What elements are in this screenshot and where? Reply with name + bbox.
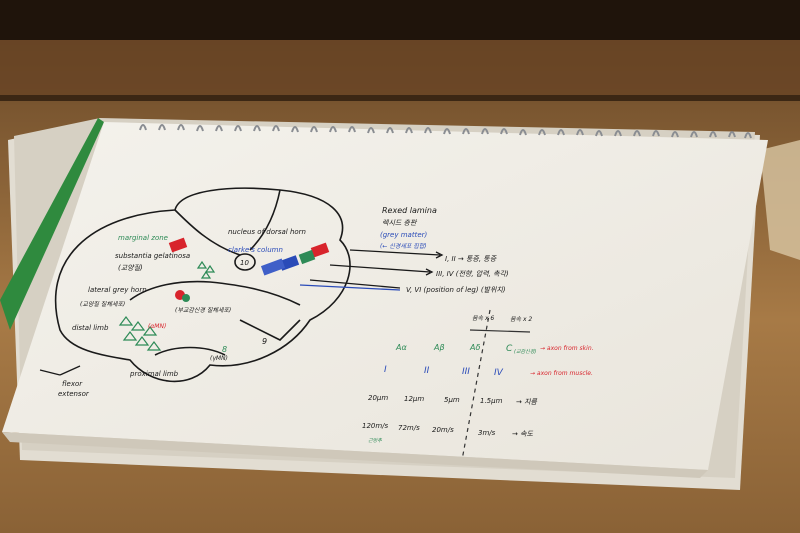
diameter-1: 20μm <box>368 394 388 402</box>
fiber-c-note: (교감신경) <box>514 348 536 355</box>
dorsal-horn-left <box>174 209 241 256</box>
right-blue-mark-2 <box>260 258 286 276</box>
label-alpha-mn: (αMN) <box>148 323 166 330</box>
note-grey-matter: (grey matter) <box>380 231 428 239</box>
ventral-horn-triangles <box>118 260 216 351</box>
note-axon-skin: → axon from skin. <box>540 345 594 352</box>
diameter-4: 1.5μm <box>480 397 503 405</box>
page-bottom-edge <box>2 432 708 478</box>
label-extensor: extensor <box>58 390 90 398</box>
fiber-a-delta: Aδ <box>469 343 480 352</box>
cloth <box>760 140 800 260</box>
label-lateral-grey-horn: lateral grey horn <box>88 286 147 294</box>
label-clarkes-column: clarke's column <box>228 246 283 254</box>
label-marginal-zone: marginal zone <box>118 234 168 242</box>
roman-4: IV <box>494 368 504 378</box>
note-rexed-title: Rexed lamina <box>382 206 437 215</box>
desk-rail <box>0 40 800 95</box>
notebook-cover <box>0 118 104 330</box>
lateral-horn-green <box>182 294 190 302</box>
velocity-label: → 속도 <box>512 430 534 438</box>
pointer-arrows <box>39 249 444 376</box>
diameter-2: 12μm <box>404 395 424 403</box>
velocity-1: 120m/s <box>362 422 389 430</box>
cord-outline <box>54 187 351 383</box>
right-red-mark <box>310 242 330 258</box>
diameter-label: → 지름 <box>516 398 538 406</box>
note-motor: 근방추 <box>368 437 382 444</box>
central-canal-ring <box>234 253 256 271</box>
roman-1: I <box>384 365 387 375</box>
label-nucleus-dorsal-horn: nucleus of dorsal horn <box>228 228 306 236</box>
right-green-mark <box>298 249 316 265</box>
grey-matter-boundary <box>129 280 301 306</box>
marginal-zone-mark <box>168 237 188 253</box>
label-gamma-mn: (γMN) <box>210 355 228 362</box>
roman-2: II <box>424 366 430 376</box>
label-sg-korean: (교양질) <box>118 264 143 272</box>
label-distal-limb: distal limb <box>72 324 109 332</box>
spinal-cord-diagram <box>54 187 351 383</box>
fiber-c: C <box>506 344 513 354</box>
velocity-4: 3m/s <box>478 429 496 437</box>
note-row1: I, II → 통증, 통증 <box>445 255 497 263</box>
note-rexed-korean: 렉시드 층판 <box>382 219 418 227</box>
fiber-a-beta: Aβ <box>433 343 445 352</box>
speed-arrow-line <box>469 329 531 333</box>
ventral-boundary <box>154 346 226 356</box>
label-lgh-korean: (교양질 질체세포) <box>80 301 125 308</box>
note-row3: V, VI (position of leg) (발위치) <box>406 286 506 294</box>
fiber-a-alpha: Aα <box>395 343 407 352</box>
note-row2: III, IV (전향, 압력, 촉각) <box>436 270 509 278</box>
label-lamina-9: 9 <box>262 337 267 346</box>
note-grey-matter-korean: (← 신경세포 집합) <box>380 242 427 250</box>
label-sympathetic-korean: (부교감신경 질체세포) <box>175 307 231 314</box>
blue-arrow <box>299 284 401 291</box>
dashed-divider <box>461 309 491 461</box>
label-proximal-limb: proximal limb <box>129 370 179 378</box>
note-speed-left: 음속 x 6 <box>472 315 494 322</box>
notebook-page <box>2 122 768 470</box>
label-lamina-8: 8 <box>222 345 227 354</box>
label-lamina-10: 10 <box>240 259 249 267</box>
desk-shadow <box>0 0 800 40</box>
label-substantia-gelatinosa: substantia gelatinosa <box>115 252 190 260</box>
diameter-3: 5μm <box>444 396 460 404</box>
dorsal-horn-right <box>249 189 281 251</box>
roman-3: III <box>462 367 470 377</box>
lamina-9-box <box>239 319 301 341</box>
desk-rail-edge <box>0 95 800 101</box>
spiral-binding <box>139 124 752 139</box>
velocity-3: 20m/s <box>432 426 454 434</box>
note-axon-muscle: → axon from muscle. <box>530 370 593 377</box>
velocity-2: 72m/s <box>398 424 420 432</box>
note-speed-right: 음속 x 2 <box>510 316 532 323</box>
label-flexor: flexor <box>62 380 83 388</box>
